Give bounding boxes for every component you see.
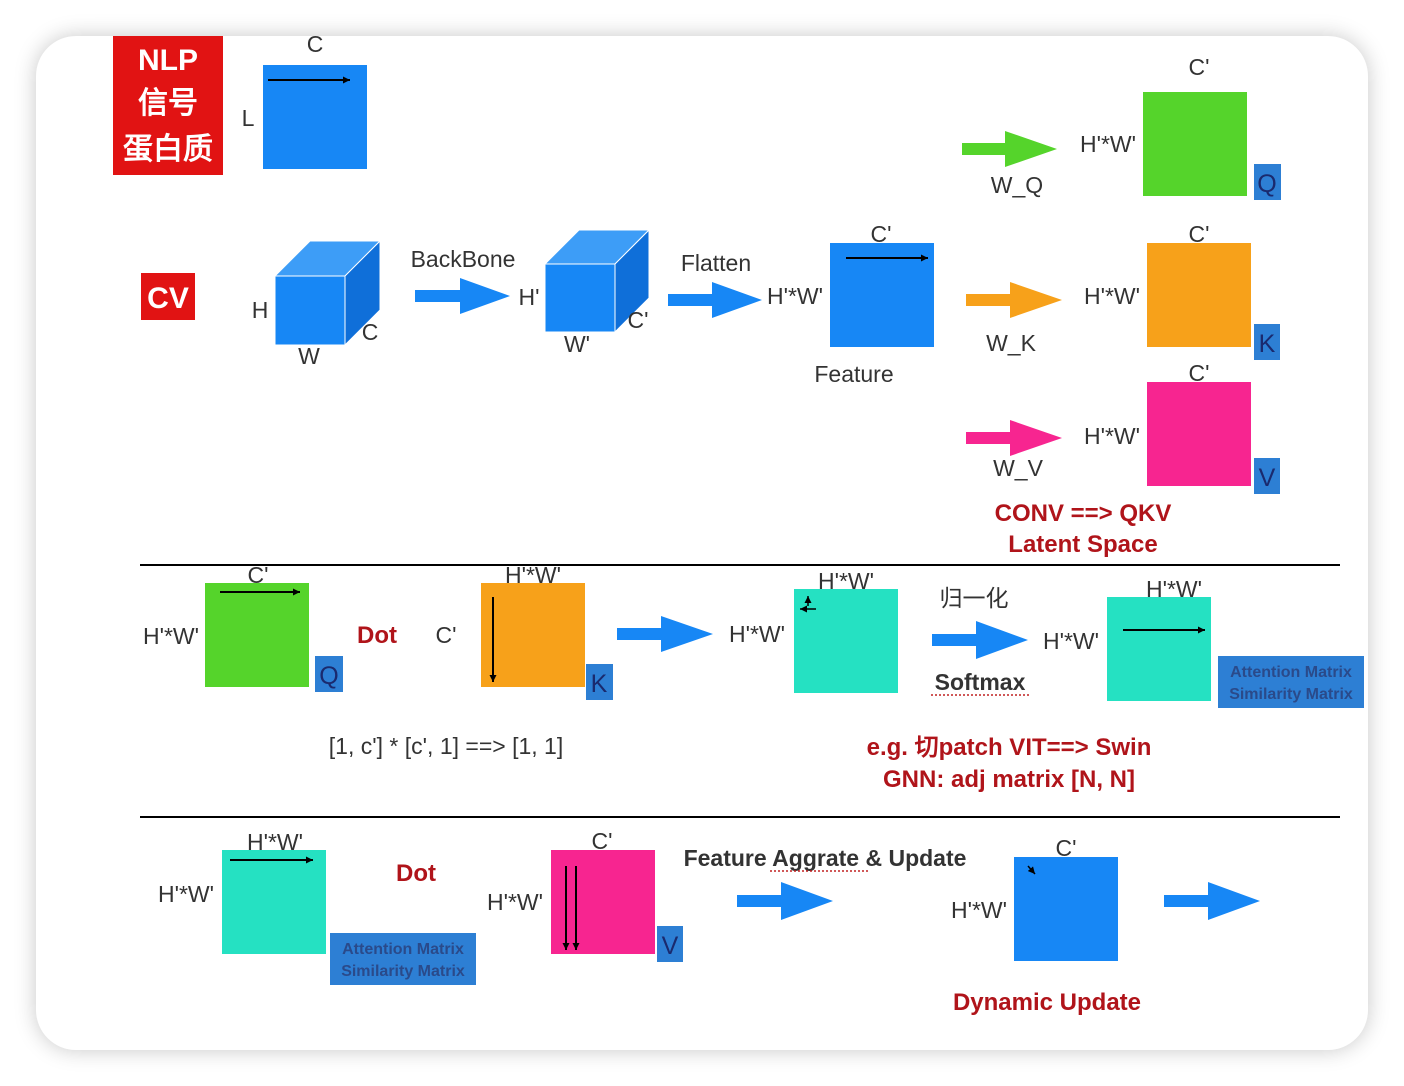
s2-k-c-label: C' <box>435 622 456 648</box>
s2-normalize-label: 归一化 <box>940 585 1009 611</box>
svg-text:蛋白质: 蛋白质 <box>123 133 213 166</box>
s3-v-matrix <box>551 850 655 954</box>
s2-sim-hw-left: H'*W' <box>729 621 785 647</box>
q-hw-label: H'*W' <box>1080 131 1136 157</box>
nlp-c-label: C <box>307 36 324 57</box>
input-cube <box>273 239 382 347</box>
wk-label: W_K <box>986 330 1037 356</box>
s2-note-2: GNN: adj matrix [N, N] <box>883 766 1135 793</box>
svg-text:K: K <box>1259 330 1276 358</box>
wv-label: W_V <box>993 455 1044 481</box>
q-matrix <box>1143 92 1247 196</box>
svg-text:V: V <box>662 932 679 960</box>
q-tag <box>1254 164 1281 200</box>
backbone-w-label: W' <box>564 331 590 357</box>
s3-v-hw-label: H'*W' <box>487 889 543 915</box>
svg-text:Q: Q <box>1257 170 1276 198</box>
v-tag <box>1254 458 1280 494</box>
cube-w-label: W <box>298 343 320 369</box>
s2-q-matrix <box>205 583 309 687</box>
k-tag <box>1254 324 1280 360</box>
s2-q-c-label: C' <box>247 562 268 588</box>
k-matrix <box>1147 243 1251 347</box>
cube-c-label: C <box>362 319 379 345</box>
s3-matrix-tag <box>330 933 476 985</box>
svg-text:K: K <box>591 670 608 698</box>
flatten-hw-label: H'*W' <box>767 283 823 309</box>
s2-softmax-label: Softmax <box>935 669 1026 695</box>
attention-diagram: NLP 信号 蛋白质 C L CV H W C BackBone H' W' C… <box>113 36 1364 1016</box>
flatten-label: Flatten <box>681 250 751 276</box>
v-hw-label: H'*W' <box>1084 423 1140 449</box>
s3-out-c-label: C' <box>1055 835 1076 861</box>
s3-dot-label: Dot <box>396 860 436 887</box>
wq-label: W_Q <box>991 172 1043 198</box>
s3-a-hw-left: H'*W' <box>158 881 214 907</box>
s2-formula: [1, c'] * [c', 1] ==> [1, 1] <box>329 733 563 759</box>
flatten-arrow <box>668 282 762 318</box>
cube-h-label: H <box>252 297 269 323</box>
s2-matrix-tag <box>1218 656 1364 708</box>
q-c-label: C' <box>1188 54 1209 80</box>
svg-text:Attention Matrix: Attention Matrix <box>342 941 464 958</box>
s2-attention-matrix <box>1107 597 1211 701</box>
qkv-caption-2: Latent Space <box>1008 531 1157 558</box>
cv-badge: CV <box>141 273 195 320</box>
s3-out-dot-arrow <box>1027 865 1036 875</box>
svg-text:NLP: NLP <box>138 44 198 77</box>
feature-label: Feature <box>814 361 893 387</box>
backbone-c-label: C' <box>627 307 648 333</box>
svg-text:Similarity Matrix: Similarity Matrix <box>341 963 465 980</box>
k-hw-label: H'*W' <box>1084 283 1140 309</box>
v-c-label: C' <box>1188 360 1209 386</box>
diagram-card: NLP 信号 蛋白质 C L CV H W C BackBone H' W' C… <box>36 36 1368 1050</box>
s3-update-label: Feature Aggrate & Update <box>684 845 967 871</box>
svg-text:CV: CV <box>147 282 189 315</box>
s2-q-tag <box>315 656 343 692</box>
feature-matrix <box>830 243 934 347</box>
qkv-caption-1: CONV ==> QKV <box>995 500 1172 527</box>
s2-similarity-matrix <box>794 589 898 693</box>
backbone-label: BackBone <box>411 246 516 272</box>
wk-arrow <box>966 282 1062 318</box>
s2-att-hw-left: H'*W' <box>1043 628 1099 654</box>
nlp-l-label: L <box>242 105 255 131</box>
s2-q-hw-label: H'*W' <box>143 623 199 649</box>
s2-arrow-1 <box>617 616 713 652</box>
backbone-cube <box>543 228 651 334</box>
s3-v-c-label: C' <box>591 828 612 854</box>
s3-v-tag <box>657 926 683 962</box>
s3-arrow-2 <box>1164 882 1260 920</box>
s3-attention-matrix <box>222 850 326 954</box>
feature-c-label: C' <box>870 221 891 247</box>
s2-softmax-arrow <box>932 621 1028 659</box>
s2-k-matrix <box>481 583 585 687</box>
s2-note-1: e.g. 切patch VIT==> Swin <box>867 734 1152 761</box>
backbone-h-label: H' <box>518 284 539 310</box>
svg-text:信号: 信号 <box>138 87 198 120</box>
wv-arrow <box>966 420 1062 456</box>
backbone-arrow <box>415 278 510 314</box>
svg-text:Q: Q <box>319 662 338 690</box>
s3-arrow-1 <box>737 882 833 920</box>
v-matrix <box>1147 382 1251 486</box>
s3-out-hw-label: H'*W' <box>951 897 1007 923</box>
svg-text:Similarity Matrix: Similarity Matrix <box>1229 686 1353 703</box>
s3-output-matrix <box>1014 857 1118 961</box>
s2-k-tag <box>586 664 613 700</box>
nlp-badge: NLP 信号 蛋白质 <box>113 36 223 175</box>
s3-dynamic-label: Dynamic Update <box>953 989 1141 1016</box>
k-c-label: C' <box>1188 221 1209 247</box>
s2-dot-label: Dot <box>357 622 397 649</box>
wq-arrow <box>962 131 1057 167</box>
svg-text:Attention Matrix: Attention Matrix <box>1230 664 1352 681</box>
svg-text:V: V <box>1259 464 1276 492</box>
